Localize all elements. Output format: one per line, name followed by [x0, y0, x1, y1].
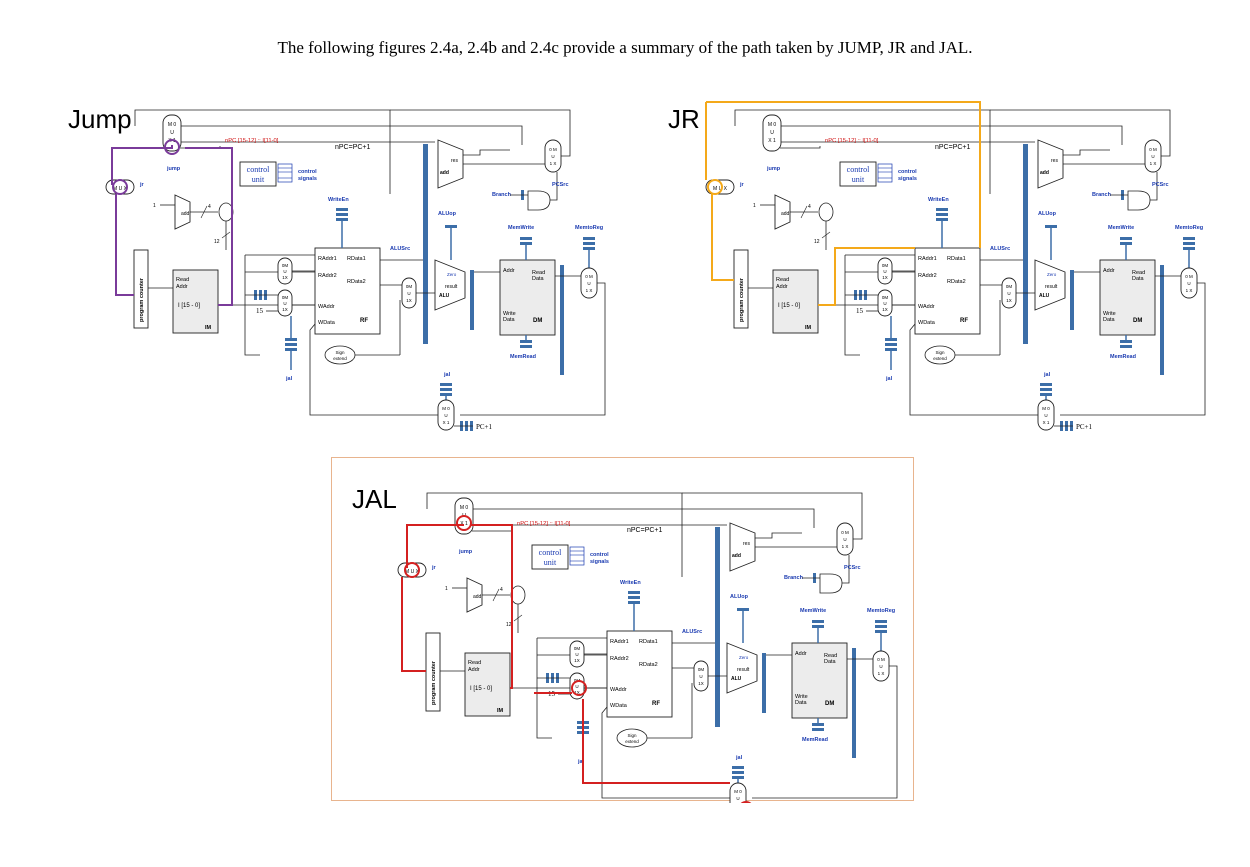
- jal-title: JAL: [352, 484, 397, 514]
- jump-title: Jump: [68, 104, 132, 134]
- jal-diagram: JAL: [352, 484, 898, 803]
- jr-title: JR: [668, 104, 700, 134]
- jal-path-highlight: [401, 515, 752, 803]
- jr-path-highlight: [705, 101, 981, 306]
- jal-frame: [331, 457, 914, 801]
- figure-caption: The following figures 2.4a, 2.4b and 2.4…: [277, 38, 973, 57]
- jr-diagram: JR: [668, 101, 1206, 432]
- jump-diagram: Jump: [68, 104, 606, 432]
- jump-path-highlight: [111, 139, 233, 306]
